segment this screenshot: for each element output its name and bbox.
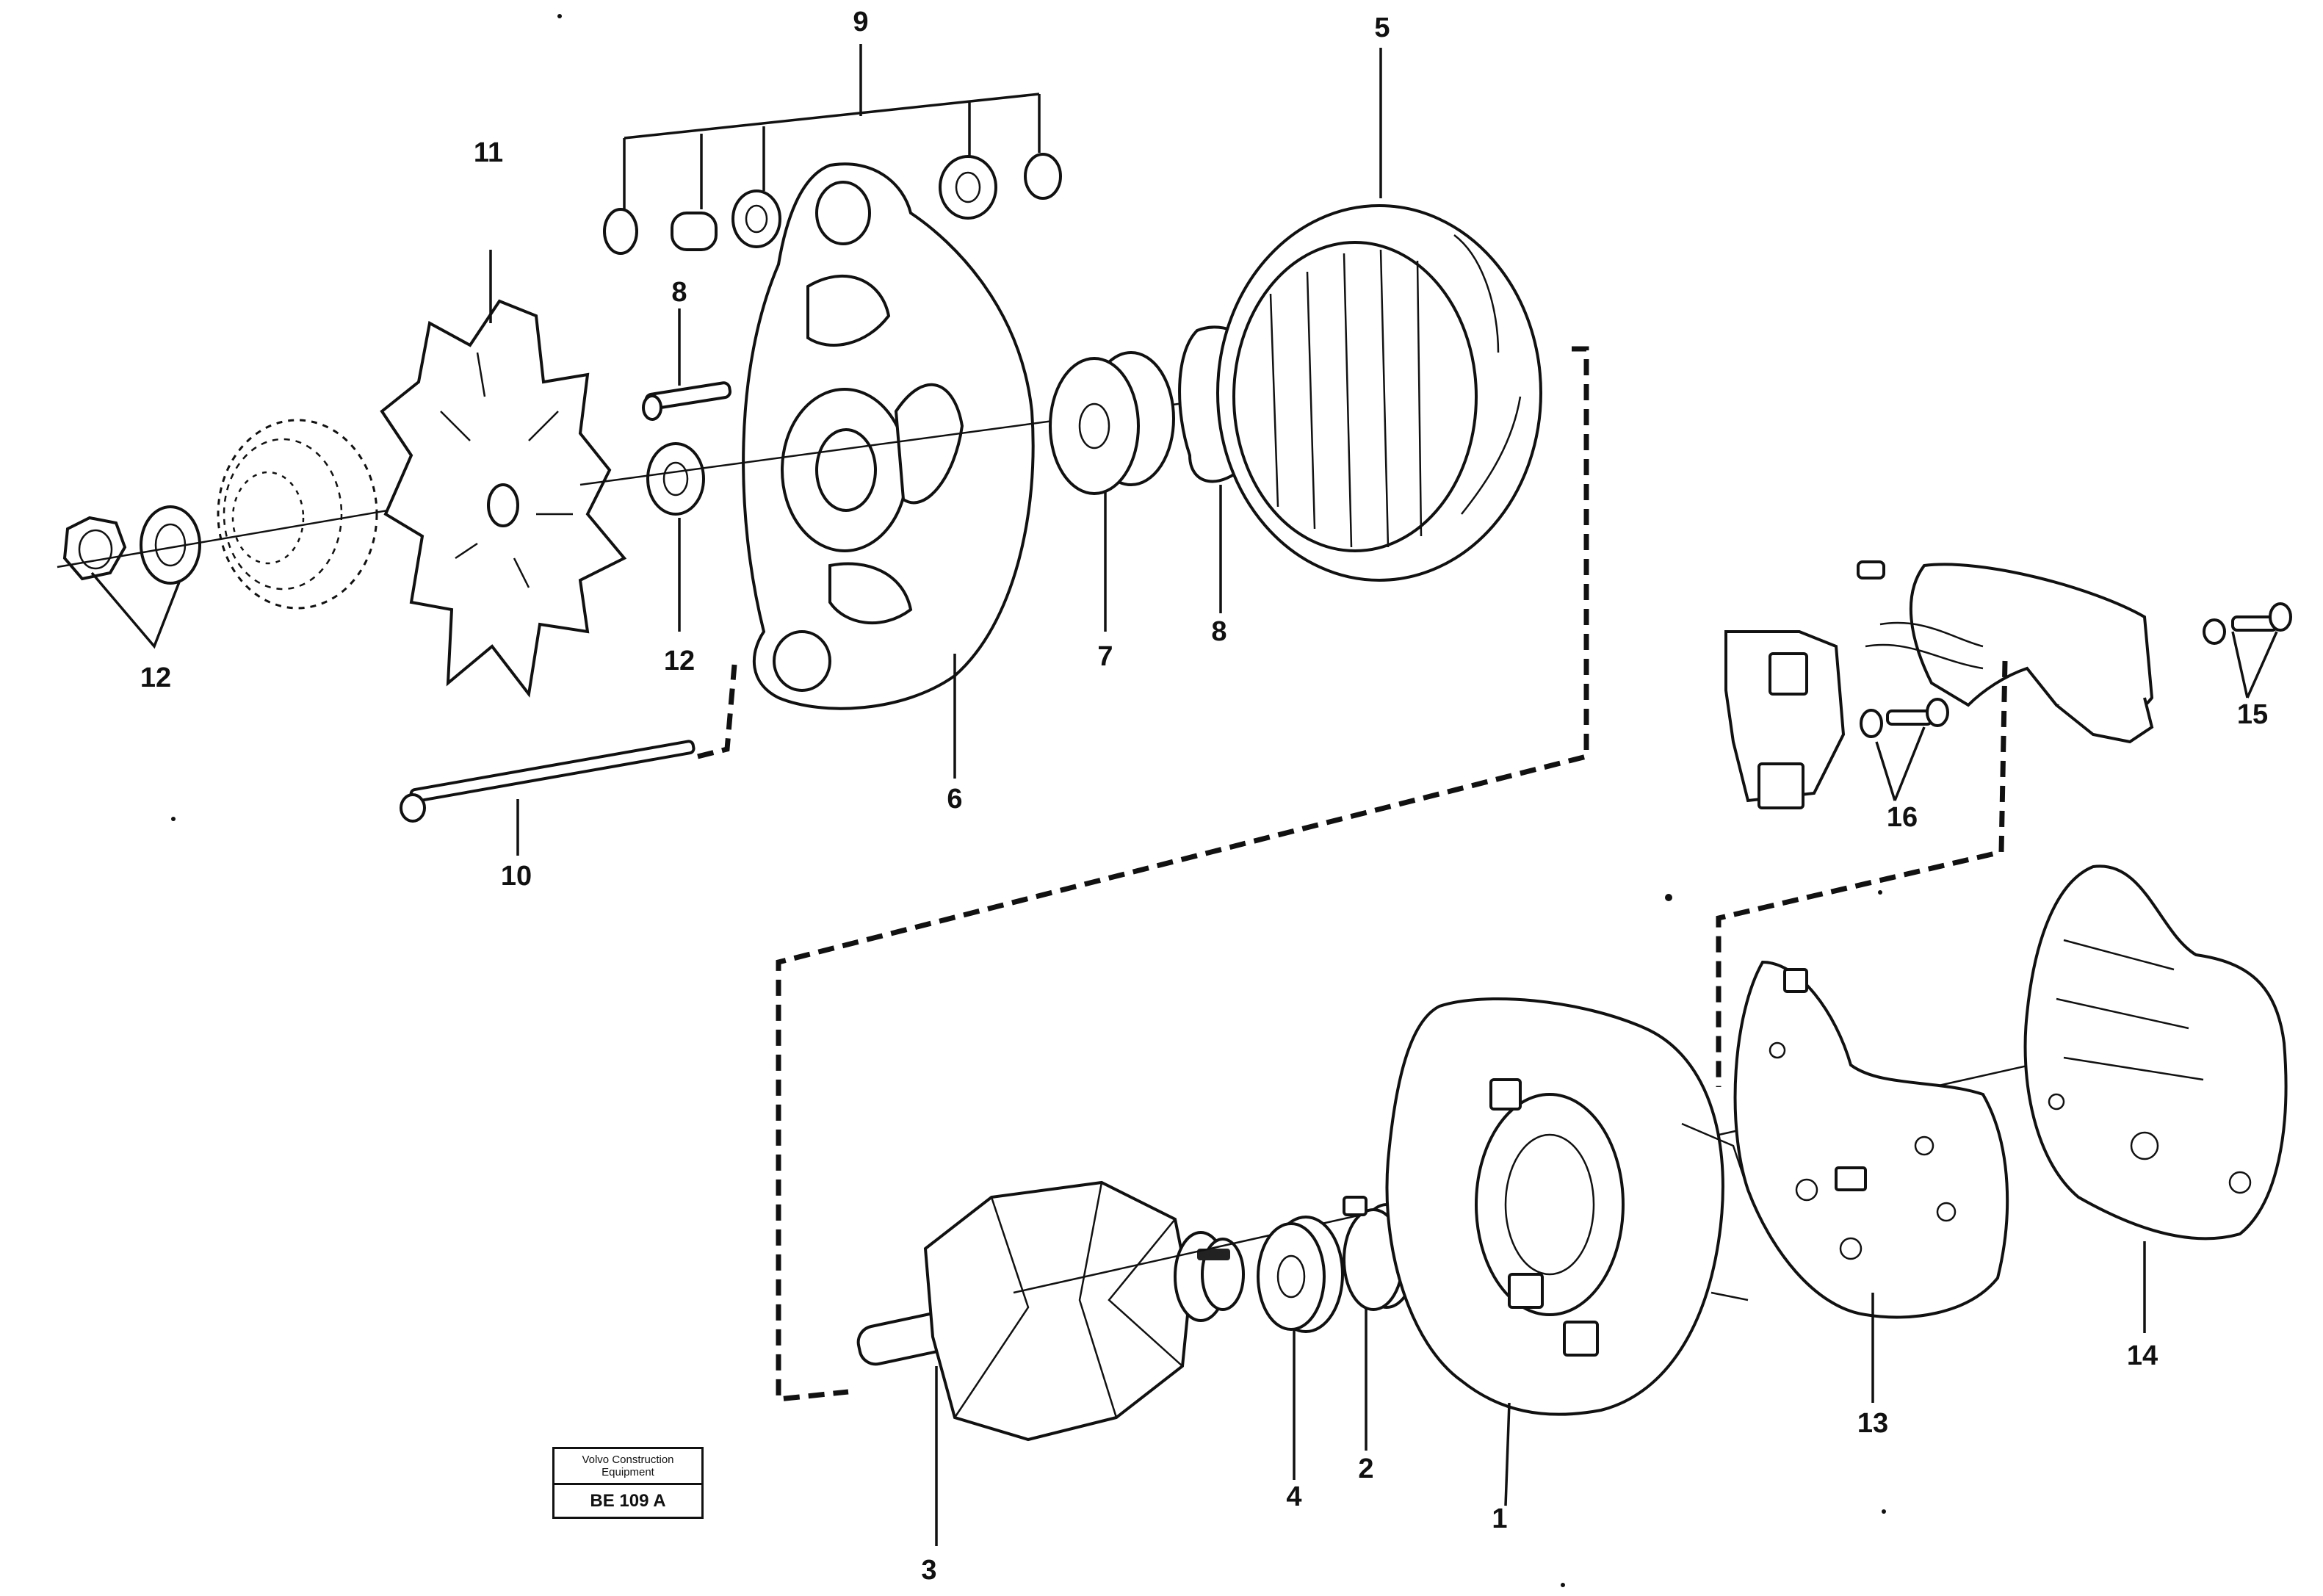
callout-16: 16 xyxy=(1887,802,1918,833)
callout-labels: 1 2 3 4 5 6 7 8 8 9 10 11 12 12 13 14 15… xyxy=(140,7,2268,1586)
callout-4: 4 xyxy=(1286,1481,1301,1512)
callout-12-left: 12 xyxy=(140,662,171,693)
stamp-code: BE 109 A xyxy=(590,1490,666,1511)
drive-end-bracket xyxy=(742,162,1035,710)
callout-3: 3 xyxy=(921,1555,936,1586)
document-stamp: Volvo Construction Equipment BE 109 A xyxy=(552,1447,704,1519)
screws-15 xyxy=(2203,602,2292,645)
stamp-company-line-2: Equipment xyxy=(601,1466,654,1478)
callout-2: 2 xyxy=(1358,1454,1373,1484)
callout-14: 14 xyxy=(2127,1340,2158,1371)
pulley-dashed-outline xyxy=(217,419,378,610)
callout-15: 15 xyxy=(2237,699,2268,730)
callout-7: 7 xyxy=(1097,641,1113,672)
washer-middle xyxy=(646,442,705,516)
nut-and-washer-left xyxy=(62,505,201,585)
brush-holder xyxy=(1724,630,1846,809)
screws-16 xyxy=(1860,698,1949,738)
bearing-upper xyxy=(1049,351,1175,495)
callout-12-middle: 12 xyxy=(664,646,695,676)
fan xyxy=(380,299,627,698)
bearing-lower xyxy=(1257,1216,1344,1333)
callout-13: 13 xyxy=(1857,1408,1888,1439)
callout-9: 9 xyxy=(853,7,868,37)
callout-8-upper: 8 xyxy=(671,277,687,308)
stamp-company-line-1: Volvo Construction xyxy=(582,1454,674,1466)
callout-11: 11 xyxy=(474,137,503,168)
callout-8-right: 8 xyxy=(1211,616,1226,647)
regulator-housing xyxy=(1857,560,2154,744)
stator xyxy=(1216,204,1542,582)
callout-1: 1 xyxy=(1492,1503,1507,1534)
through-bolt xyxy=(400,740,696,823)
callout-6: 6 xyxy=(947,784,962,815)
rear-cover xyxy=(2023,864,2288,1241)
bushing-set xyxy=(603,153,1062,255)
callout-5: 5 xyxy=(1374,12,1390,43)
callout-10: 10 xyxy=(501,861,532,892)
screw-upper xyxy=(642,381,731,421)
leader-lines xyxy=(90,48,2146,1546)
rotor xyxy=(856,1180,1245,1442)
stamp-company: Volvo Construction Equipment xyxy=(554,1449,701,1485)
rectifier xyxy=(1733,960,2009,1319)
slip-ring-end-bracket xyxy=(1385,997,1749,1416)
